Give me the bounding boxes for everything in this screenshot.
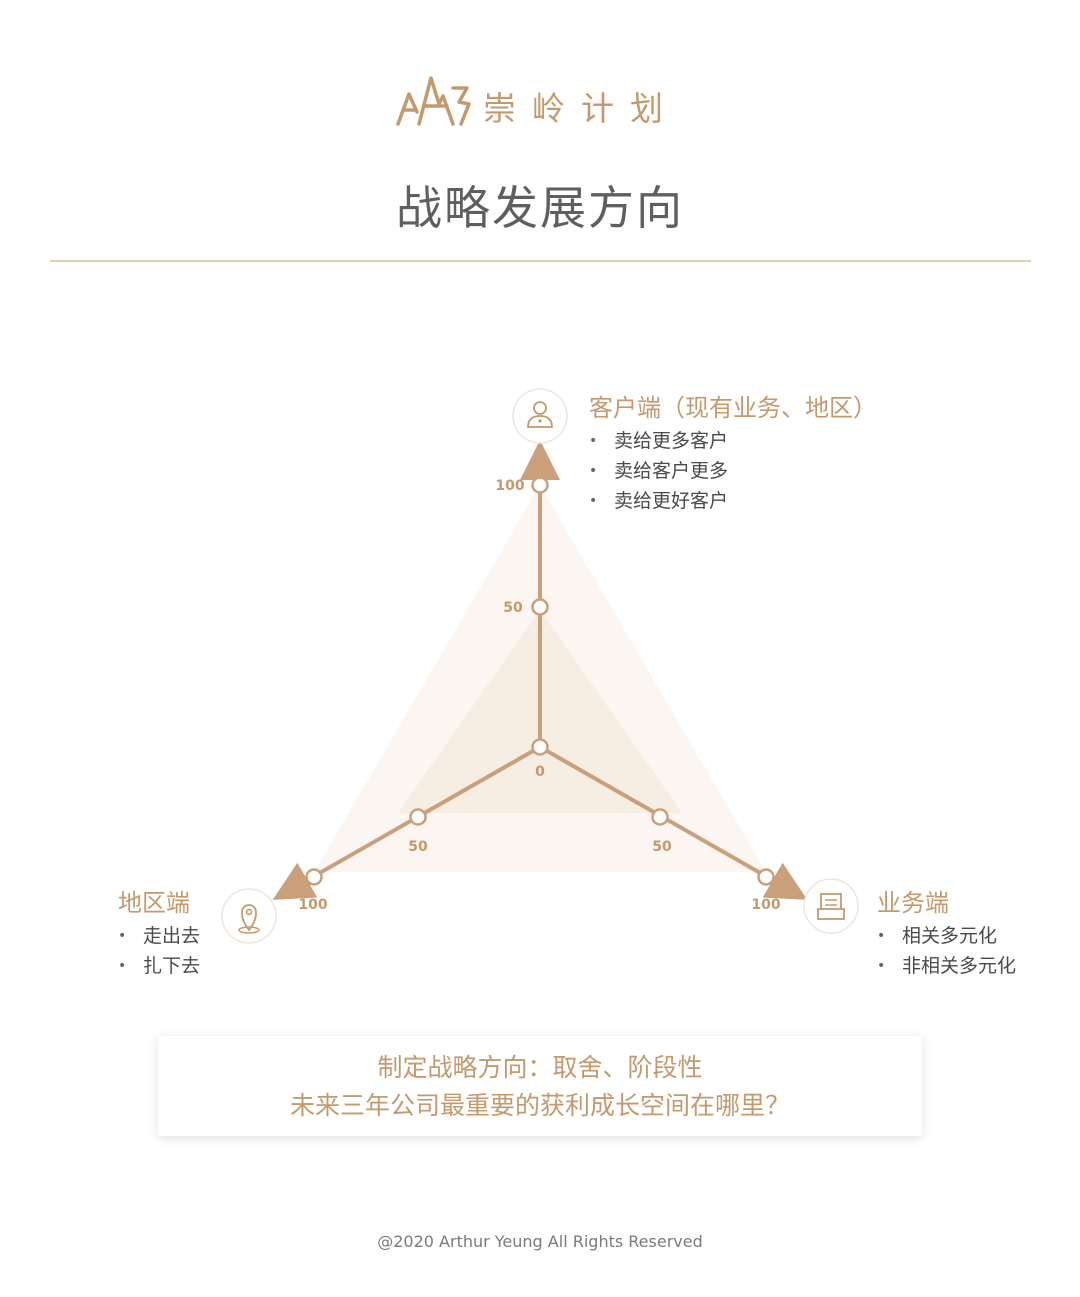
region-axis-label: 地区端 走出去 扎下去 — [118, 883, 200, 981]
business-bullet-list: 相关多元化 非相关多元化 — [877, 921, 1016, 981]
callout-line-1: 制定战略方向：取舍、阶段性 — [377, 1053, 703, 1082]
node-business-50 — [651, 808, 669, 826]
tick-label-customer-50: 50 — [503, 600, 523, 616]
tick-label-region-50: 50 — [408, 839, 428, 855]
list-item: 扎下去 — [118, 951, 200, 981]
tick-label-origin: 0 — [535, 764, 545, 780]
node-customer-50 — [531, 598, 549, 616]
list-item: 相关多元化 — [877, 921, 1016, 951]
strategy-diagram: 0 50 100 50 100 50 100 — [0, 300, 1080, 1020]
node-business-100 — [757, 868, 775, 886]
copyright-footer: @2020 Arthur Yeung All Rights Reserved — [377, 1232, 703, 1251]
document-icon — [803, 878, 859, 934]
list-item: 卖给更多客户 — [589, 426, 877, 456]
tick-label-business-50: 50 — [652, 839, 672, 855]
brand-logo: 崇岭计划 — [395, 74, 695, 132]
title-divider — [50, 260, 1031, 262]
tick-label-customer-100: 100 — [495, 478, 524, 494]
node-origin — [531, 738, 549, 756]
triangle-radar: 0 50 100 50 100 50 100 — [221, 388, 859, 944]
node-region-50 — [409, 808, 427, 826]
node-customer-100 — [531, 476, 549, 494]
logo-text: 崇岭计划 — [483, 89, 679, 128]
tick-label-region-100: 100 — [298, 897, 327, 913]
node-region-100 — [305, 868, 323, 886]
business-axis-label: 业务端 相关多元化 非相关多元化 — [877, 883, 1016, 981]
region-axis-title: 地区端 — [118, 889, 190, 917]
page-title: 战略发展方向 — [396, 181, 684, 235]
tick-label-business-100: 100 — [751, 897, 780, 913]
list-item: 卖给客户更多 — [589, 456, 877, 486]
region-bullet-list: 走出去 扎下去 — [118, 921, 200, 981]
customer-axis-title: 客户端（现有业务、地区） — [589, 394, 877, 422]
business-axis-title: 业务端 — [877, 889, 949, 917]
customer-bullet-list: 卖给更多客户 卖给客户更多 卖给更好客户 — [589, 426, 877, 516]
callout-box: 制定战略方向：取舍、阶段性 未来三年公司最重要的获利成长空间在哪里？ — [158, 1036, 922, 1136]
location-pin-icon — [221, 888, 277, 944]
person-icon — [512, 388, 568, 444]
callout-line-2: 未来三年公司最重要的获利成长空间在哪里？ — [289, 1091, 790, 1120]
list-item: 卖给更好客户 — [589, 486, 877, 516]
list-item: 走出去 — [118, 921, 200, 951]
list-item: 非相关多元化 — [877, 951, 1016, 981]
mountain-logo-icon — [396, 76, 471, 126]
customer-axis-label: 客户端（现有业务、地区） 卖给更多客户 卖给客户更多 卖给更好客户 — [589, 388, 877, 516]
